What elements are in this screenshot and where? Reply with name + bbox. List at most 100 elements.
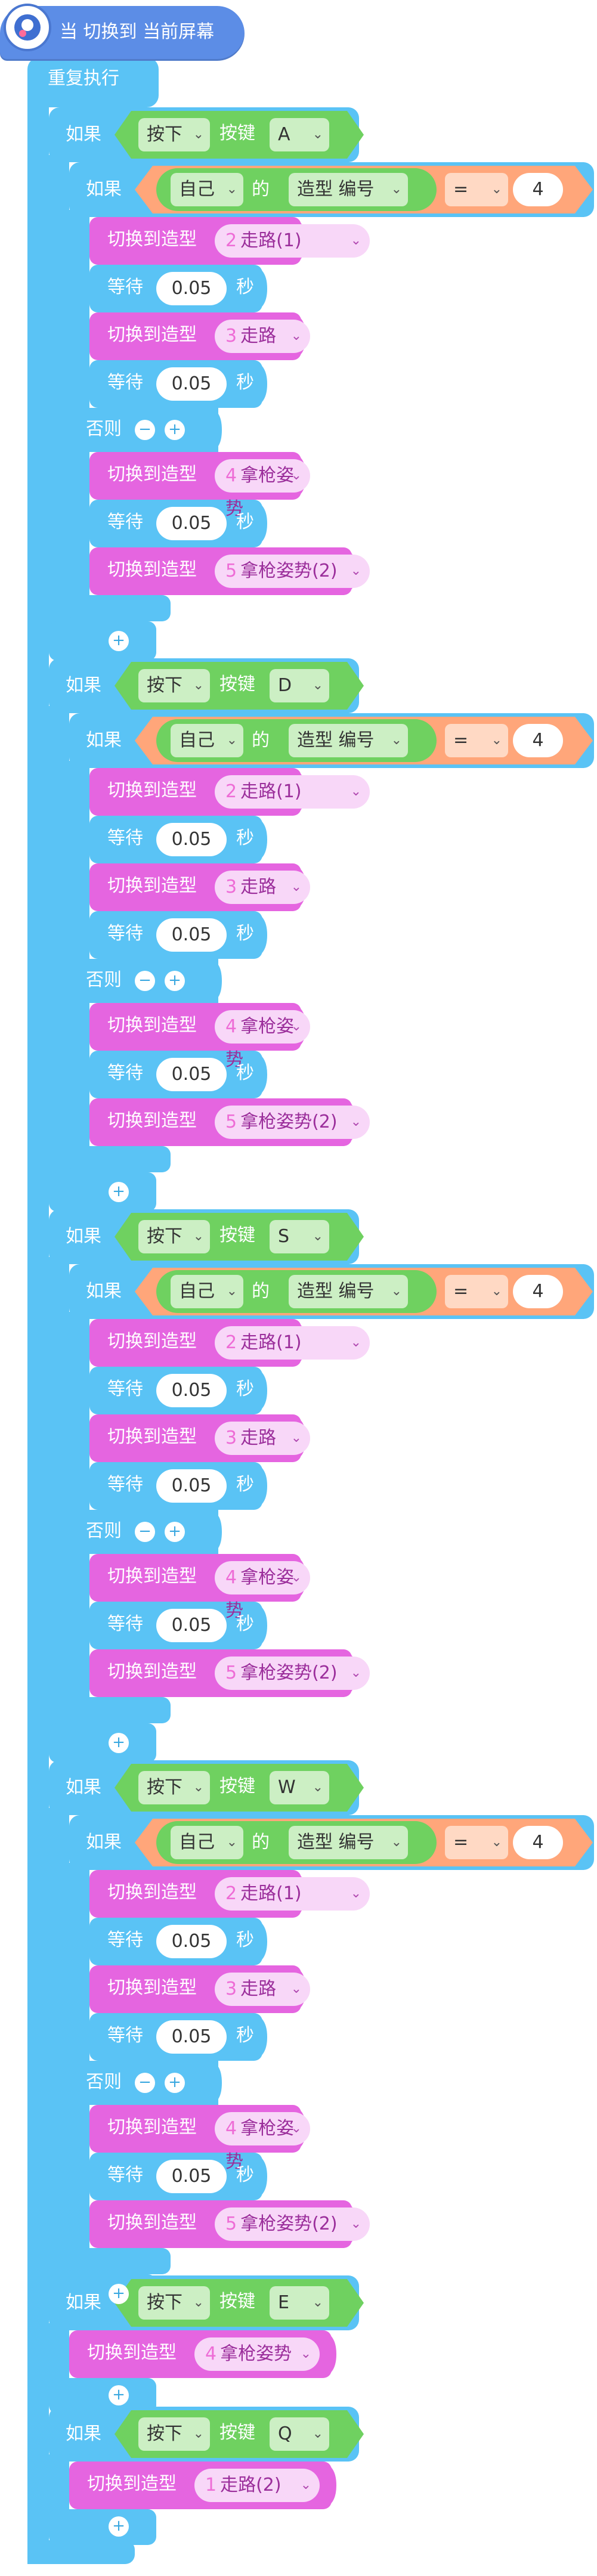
add-else-button[interactable]: +: [165, 420, 185, 440]
if-key-foot: [49, 621, 156, 661]
remove-else-button[interactable]: −: [135, 2073, 155, 2093]
wait-seconds-input[interactable]: 0.05: [156, 823, 227, 856]
add-else-button[interactable]: +: [165, 971, 185, 991]
wait-seconds-input[interactable]: 0.05: [156, 2020, 227, 2054]
costume-name: 走路(2): [220, 2475, 282, 2496]
costume-number: 2: [225, 1332, 237, 1353]
property-dropdown[interactable]: 造型 编号⌄: [289, 173, 408, 206]
press-dropdown[interactable]: 按下⌄: [138, 1771, 210, 1804]
key-dropdown[interactable]: E⌄: [270, 2286, 329, 2320]
wait-seconds-input[interactable]: 0.05: [156, 1469, 227, 1503]
wait-seconds-input[interactable]: 0.05: [156, 1058, 227, 1091]
sprite-dropdown[interactable]: 自己⌄: [171, 173, 243, 206]
key-label: 按键: [219, 123, 255, 144]
remove-else-button[interactable]: −: [135, 1522, 155, 1542]
add-block-button[interactable]: +: [109, 1733, 129, 1753]
chevron-down-icon: ⌄: [391, 182, 402, 197]
wait-cap: [247, 360, 267, 408]
wait-cap: [247, 1367, 267, 1414]
switch-costume-label: 切换到造型: [107, 1661, 197, 1682]
compare-value-input[interactable]: 4: [513, 1826, 563, 1859]
wait-seconds-input[interactable]: 0.05: [156, 507, 227, 540]
sprite-dropdown[interactable]: 自己⌄: [171, 1826, 243, 1859]
add-block-button[interactable]: +: [109, 631, 129, 651]
wait-seconds-input[interactable]: 0.05: [156, 367, 227, 401]
costume-name: 拿枪姿势: [225, 2118, 295, 2172]
key-dropdown[interactable]: W⌄: [270, 1771, 329, 1804]
remove-else-button[interactable]: −: [135, 971, 155, 991]
operator-dropdown[interactable]: =⌄: [445, 1826, 508, 1859]
add-block-button[interactable]: +: [109, 2284, 129, 2304]
chevron-down-icon: ⌄: [300, 2346, 311, 2361]
add-block-button[interactable]: +: [109, 2516, 129, 2537]
wait-seconds-input[interactable]: 0.05: [156, 272, 227, 305]
wait-label: 等待: [107, 2165, 143, 2185]
key-label: 按键: [219, 1225, 255, 1246]
costume-name: 走路: [240, 326, 277, 346]
wait-seconds-input[interactable]: 0.05: [156, 2160, 227, 2193]
compare-value-input[interactable]: 4: [513, 724, 563, 757]
press-dropdown[interactable]: 按下⌄: [138, 669, 210, 702]
operator-dropdown[interactable]: =⌄: [445, 1275, 508, 1308]
press-dropdown[interactable]: 按下⌄: [138, 118, 210, 151]
wait-seconds-input[interactable]: 0.05: [156, 1925, 227, 1958]
operator-dropdown[interactable]: =⌄: [445, 724, 508, 757]
wait-seconds-input[interactable]: 0.05: [156, 1374, 227, 1407]
property-dropdown[interactable]: 造型 编号⌄: [289, 1275, 408, 1308]
key-dropdown[interactable]: S⌄: [270, 1220, 329, 1253]
key-dropdown[interactable]: A⌄: [270, 118, 329, 151]
of-label: 的: [252, 1832, 270, 1853]
property-dropdown[interactable]: 造型 编号⌄: [289, 1826, 408, 1859]
wait-seconds-input[interactable]: 0.05: [156, 918, 227, 952]
press-dropdown[interactable]: 按下⌄: [138, 2286, 210, 2320]
key-dropdown[interactable]: Q⌄: [270, 2417, 329, 2451]
key-dropdown-value: S: [278, 1226, 290, 1247]
costume-name: 走路(1): [240, 781, 302, 802]
property-dropdown-value: 造型 编号: [297, 1281, 375, 1302]
sprite-dropdown[interactable]: 自己⌄: [171, 724, 243, 757]
seconds-label: 秒: [236, 2165, 254, 2185]
wait-seconds-input[interactable]: 0.05: [156, 1609, 227, 1642]
add-else-button[interactable]: +: [165, 1522, 185, 1542]
sprite-dropdown[interactable]: 自己⌄: [171, 1275, 243, 1308]
press-dropdown[interactable]: 按下⌄: [138, 1220, 210, 1253]
compare-value-input[interactable]: 4: [513, 1275, 563, 1308]
press-dropdown[interactable]: 按下⌄: [138, 2417, 210, 2451]
switch-costume-label: 切换到造型: [107, 1426, 197, 1447]
key-dropdown[interactable]: D⌄: [270, 669, 329, 702]
forever-foot: [27, 2540, 135, 2564]
chevron-down-icon: ⌄: [226, 1284, 237, 1299]
if-else-foot: [69, 1146, 171, 1172]
add-else-button[interactable]: +: [165, 2073, 185, 2093]
costume-number: 1: [205, 2475, 217, 2496]
wait-label: 等待: [107, 512, 143, 532]
switch-costume-label: 切换到造型: [107, 2212, 197, 2233]
property-dropdown[interactable]: 造型 编号⌄: [289, 724, 408, 757]
operator-dropdown[interactable]: =⌄: [445, 173, 508, 206]
compare-value-input[interactable]: 4: [513, 173, 563, 206]
add-block-button[interactable]: +: [109, 1182, 129, 1202]
else-cap: [206, 2061, 222, 2105]
add-block-button[interactable]: +: [109, 2385, 129, 2405]
remove-else-button[interactable]: −: [135, 420, 155, 440]
costume-number: 4: [225, 1567, 237, 1588]
seconds-label: 秒: [236, 372, 254, 393]
